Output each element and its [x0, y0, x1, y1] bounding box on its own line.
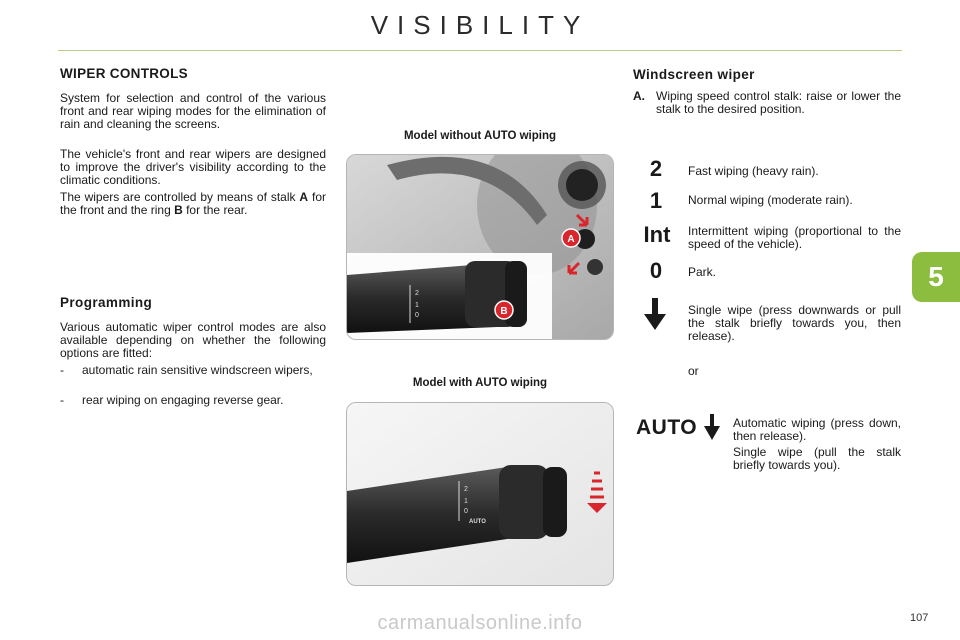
- stalk-letter: A: [299, 190, 309, 204]
- stalk-illustration-without-auto: 2 1 0 B A: [347, 155, 613, 339]
- stalk-a-description: Wiping speed control stalk: raise or low…: [656, 89, 901, 116]
- auto-wiping-text: Automatic wiping (press down, then relea…: [733, 416, 901, 443]
- programming-heading: Programming: [60, 295, 153, 310]
- svg-text:0: 0: [464, 508, 468, 515]
- mode-text-fast: Fast wiping (heavy rain).: [688, 164, 819, 178]
- programming-text: Various automatic wiper control modes ar…: [60, 320, 326, 360]
- auto-arrow-down-icon: [704, 414, 720, 440]
- intro-p3-part-a: The wipers are controlled by means of st…: [60, 190, 300, 204]
- bullet-text: rear wiping on engaging reverse gear.: [82, 393, 284, 407]
- page-number: 107: [910, 612, 929, 624]
- mode-text-intermittent: Intermittent wiping (proportional to the…: [688, 224, 901, 251]
- auto-single-wipe-text: Single wipe (pull the stalk briefly towa…: [733, 445, 901, 472]
- intro-paragraph-2: The vehicle's front and rear wipers are …: [60, 147, 326, 187]
- stalk-auto-marking: AUTO: [469, 519, 486, 525]
- intro-p3-part-b: for the front and the ring: [60, 190, 326, 217]
- page-title: VISIBILITY: [370, 10, 590, 40]
- mode-text-normal: Normal wiping (moderate rain).: [688, 193, 853, 207]
- caption-without-auto: Model without AUTO wiping: [403, 130, 557, 142]
- mode-symbol-normal: 1: [649, 188, 663, 213]
- arrow-down-icon: [644, 298, 666, 330]
- chapter-tab[interactable]: 5: [912, 252, 960, 302]
- label-b: B: [500, 306, 507, 317]
- label-a: A: [567, 234, 574, 245]
- bullet-item: - automatic rain sensitive windscreen wi…: [60, 364, 326, 377]
- mode-text-park: Park.: [688, 265, 717, 279]
- bullet-text: automatic rain sensitive windscreen wipe…: [82, 363, 313, 377]
- stalk-photo-with-auto: 2 1 0 AUTO: [346, 402, 614, 586]
- stalk-a-label: A.: [633, 89, 645, 103]
- intro-paragraph-1: System for selection and control of the …: [60, 91, 326, 131]
- auto-symbol: AUTO: [636, 416, 698, 439]
- single-wipe-text: Single wipe (press downwards or pull the…: [688, 303, 901, 343]
- svg-text:2: 2: [464, 486, 468, 493]
- mode-symbol-park: 0: [649, 258, 663, 283]
- svg-text:0: 0: [415, 312, 419, 319]
- stalk-illustration-with-auto: 2 1 0 AUTO: [347, 403, 613, 585]
- stalk-photo-without-auto: 2 1 0 B A: [346, 154, 614, 340]
- windscreen-wiper-heading: Windscreen wiper: [633, 67, 755, 82]
- bullet-dash: -: [60, 393, 64, 407]
- intro-paragraph-3: The wipers are controlled by means of st…: [60, 191, 326, 217]
- bullet-dash: -: [60, 363, 64, 377]
- svg-text:1: 1: [415, 302, 419, 309]
- mode-symbol-fast: 2: [649, 156, 663, 181]
- bullet-item: - rear wiping on engaging reverse gear.: [60, 394, 326, 407]
- svg-text:2: 2: [415, 290, 419, 297]
- svg-text:1: 1: [464, 498, 468, 505]
- intro-p3-part-c: for the rear.: [182, 203, 248, 217]
- ring-letter: B: [174, 203, 183, 217]
- caption-with-auto: Model with AUTO wiping: [412, 377, 548, 389]
- mode-symbol-intermittent: Int: [643, 222, 671, 247]
- footer-watermark: carmanualsonline.info: [377, 612, 583, 634]
- wiper-controls-heading: WIPER CONTROLS: [60, 66, 188, 81]
- title-divider: [58, 50, 902, 51]
- or-text: or: [688, 364, 699, 378]
